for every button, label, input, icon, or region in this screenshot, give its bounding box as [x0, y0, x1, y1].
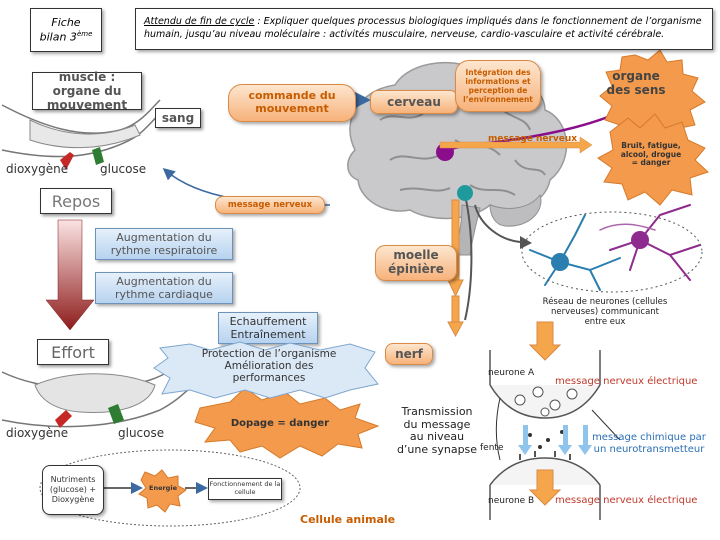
dopage-text: Dopage = danger [230, 418, 330, 429]
warmup-training-box: Echauffement Entraînement [218, 312, 318, 344]
brain-to-network-arrow [474, 204, 521, 243]
motor-neuron-body [457, 185, 473, 201]
dioxygene-bottom-label: dioxygène [6, 426, 69, 440]
protection-burst [150, 340, 380, 400]
energy-burst [138, 469, 187, 513]
reseau-caption: Réseau de neurones (cellules nerveuses) … [542, 297, 668, 327]
nutriments-box: Nutriments (glucose) + Dioxygène [42, 465, 104, 515]
synapse-arrow-bottom [528, 469, 562, 506]
nerf-box: nerf [385, 343, 433, 365]
moelle-box: moelle épinière [375, 245, 457, 281]
fiche-line1: Fiche [51, 15, 81, 29]
neurone-b-label: neurone B [488, 496, 535, 506]
glucose-bottom-label: glucose [118, 426, 165, 440]
msg-chimique-label: message chimique par un neurotransmetteu… [592, 432, 706, 455]
effort-box: Effort [37, 339, 109, 365]
fiche-bilan-box: Fiche bilan 3ème [30, 8, 102, 52]
danger-burst [597, 113, 709, 206]
sang-label: sang [155, 108, 201, 128]
learning-objective-text: Attendu de fin de cycle : Expliquer quel… [144, 16, 702, 40]
repos-box: Repos [40, 188, 112, 214]
neuron-network-illustration [529, 204, 701, 291]
oxygen-arrow-top [60, 152, 74, 170]
fonctionnement-box: Fonctionnement de la cellule [208, 478, 282, 500]
oxygen-arrow-bottom [55, 410, 72, 428]
cellule-animale-label: Cellule animale [300, 513, 396, 526]
message-nerveux-mid-box: message nerveux [215, 196, 325, 214]
commande-box: commande du mouvement [228, 84, 356, 122]
danger-text: Bruit, fatigue, alcool, drogue = danger [620, 141, 682, 168]
repos-to-effort-arrow [45, 219, 95, 331]
learning-objective-box: Attendu de fin de cycle : Expliquer quel… [135, 8, 713, 50]
msg-electrique-top-label: message nerveux électrique [555, 376, 698, 387]
glucose-arrow-top [92, 147, 104, 165]
respiratory-rate-box: Augmentation du rythme respiratoire [95, 228, 233, 260]
heart-rate-box: Augmentation du rythme cardiaque [95, 272, 233, 304]
synapse-arrow-top [528, 321, 562, 361]
muscle-label-box: muscle : organe du mouvement [32, 70, 142, 112]
transmission-text: Transmission du message au niveau d’une … [396, 405, 478, 456]
muscle-relaxed-illustration [1, 99, 163, 158]
spinal-orange-arrows [447, 199, 464, 338]
neurone-a-label: neurone A [488, 368, 535, 378]
dioxygene-top-label: dioxygène [6, 162, 69, 176]
integration-box: Intégration des informations et percepti… [455, 60, 541, 112]
energie-label: Energie [149, 484, 177, 492]
organe-sens-label: organe des sens [606, 69, 666, 97]
message-nerveux-top-label: message nerveux [488, 134, 578, 144]
fiche-line2: bilan 3ème [39, 29, 93, 44]
glucose-arrow-bottom [108, 404, 124, 424]
msg-electrique-bottom-label: message nerveux électrique [555, 495, 698, 506]
glucose-top-label: glucose [100, 162, 147, 176]
protection-text: Protection de l’organisme Amélioration d… [201, 348, 337, 385]
cerveau-box: cerveau [370, 90, 458, 114]
fente-label: fente [480, 443, 504, 453]
motor-axon [464, 194, 473, 321]
